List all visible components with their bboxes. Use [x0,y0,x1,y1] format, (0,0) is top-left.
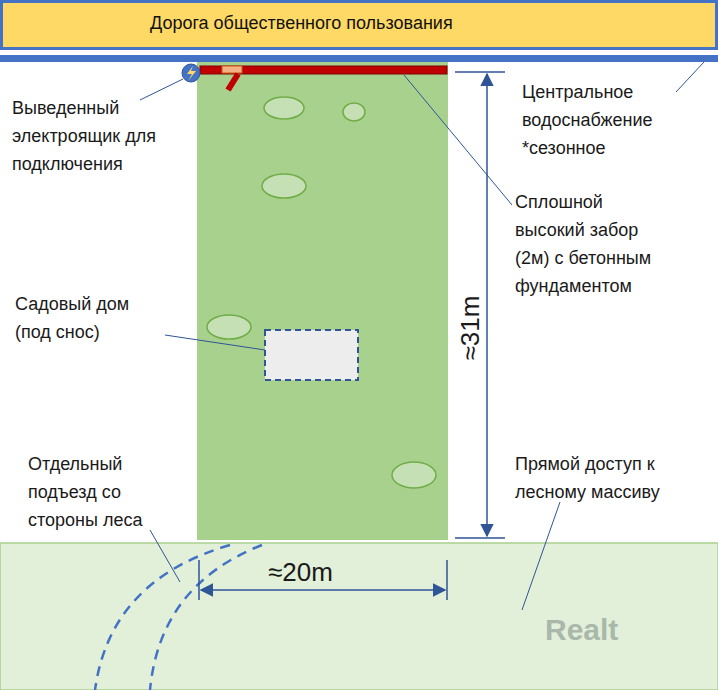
road-name: Дорога общественного пользования [150,13,453,34]
fence [200,66,447,74]
electric-box [182,64,200,82]
callout-text: Отдельный подъезд со стороны леса [28,450,163,534]
tap [222,66,242,73]
callout-text: Центральное водоснабжение *сезонное [522,78,702,162]
callout-text: Сплошной высокий забор (2м) с бетонным ф… [515,188,675,300]
callout-text: Выведенный электроящик для подключения [12,94,190,178]
plot [197,62,448,540]
watermark: Realt [545,612,665,648]
dimension-lines [199,72,505,600]
dimension-text: ≈31m [454,288,486,368]
garden-house [265,330,358,380]
callout-text: Прямой доступ к лесному массиву [515,450,700,506]
lightning [187,66,196,81]
tap-pipe [228,74,238,90]
driveway-edge [95,545,230,690]
driveway-edge [150,545,262,690]
road-band: Дорога общественного пользования [0,0,718,50]
water-pipe [0,55,718,62]
leader-lines [140,62,704,610]
callout-text: Садовый дом (под снос) [15,290,155,346]
bushes [207,97,436,488]
dimension-text: ≈20m [268,556,378,588]
forest-area [0,543,718,690]
